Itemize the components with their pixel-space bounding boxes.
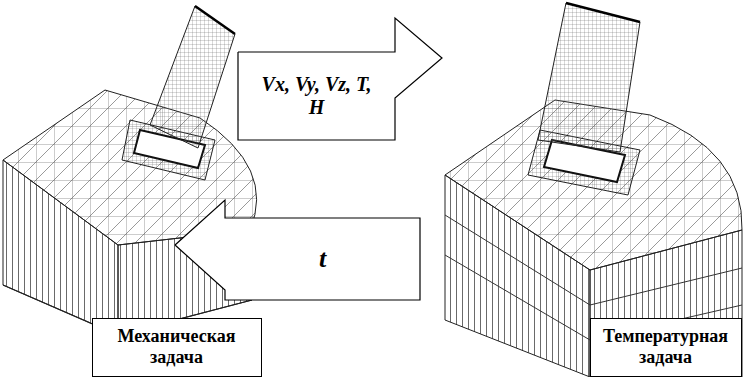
temperature-mesh [445, 3, 742, 377]
blade-mesh [150, 6, 235, 148]
blade-mesh [538, 3, 640, 152]
text-area: t [225, 218, 420, 300]
task-label: Температурная задача [590, 318, 742, 377]
task-name: Механическая задача [99, 326, 255, 367]
data-arrow: t [175, 200, 420, 300]
data-arrow: Vx, Vy, Vz, T, H [238, 18, 442, 140]
text-area: Vx, Vy, Vz, T, H [238, 52, 395, 140]
text-area: Механическая задача [93, 319, 260, 375]
task-label: Механическая задача [92, 318, 262, 377]
blade-edge [566, 3, 640, 22]
blade-edge [195, 6, 235, 34]
task-name: Температурная задача [597, 326, 735, 367]
variable-label: Vx, Vy, Vz, T, H [258, 73, 376, 119]
variable-label: t [319, 244, 326, 274]
block-arrow-outline [238, 18, 442, 140]
block-arrow-outline [175, 200, 420, 300]
block-arrow-outline [175, 200, 420, 300]
text-area: Температурная задача [591, 319, 740, 375]
